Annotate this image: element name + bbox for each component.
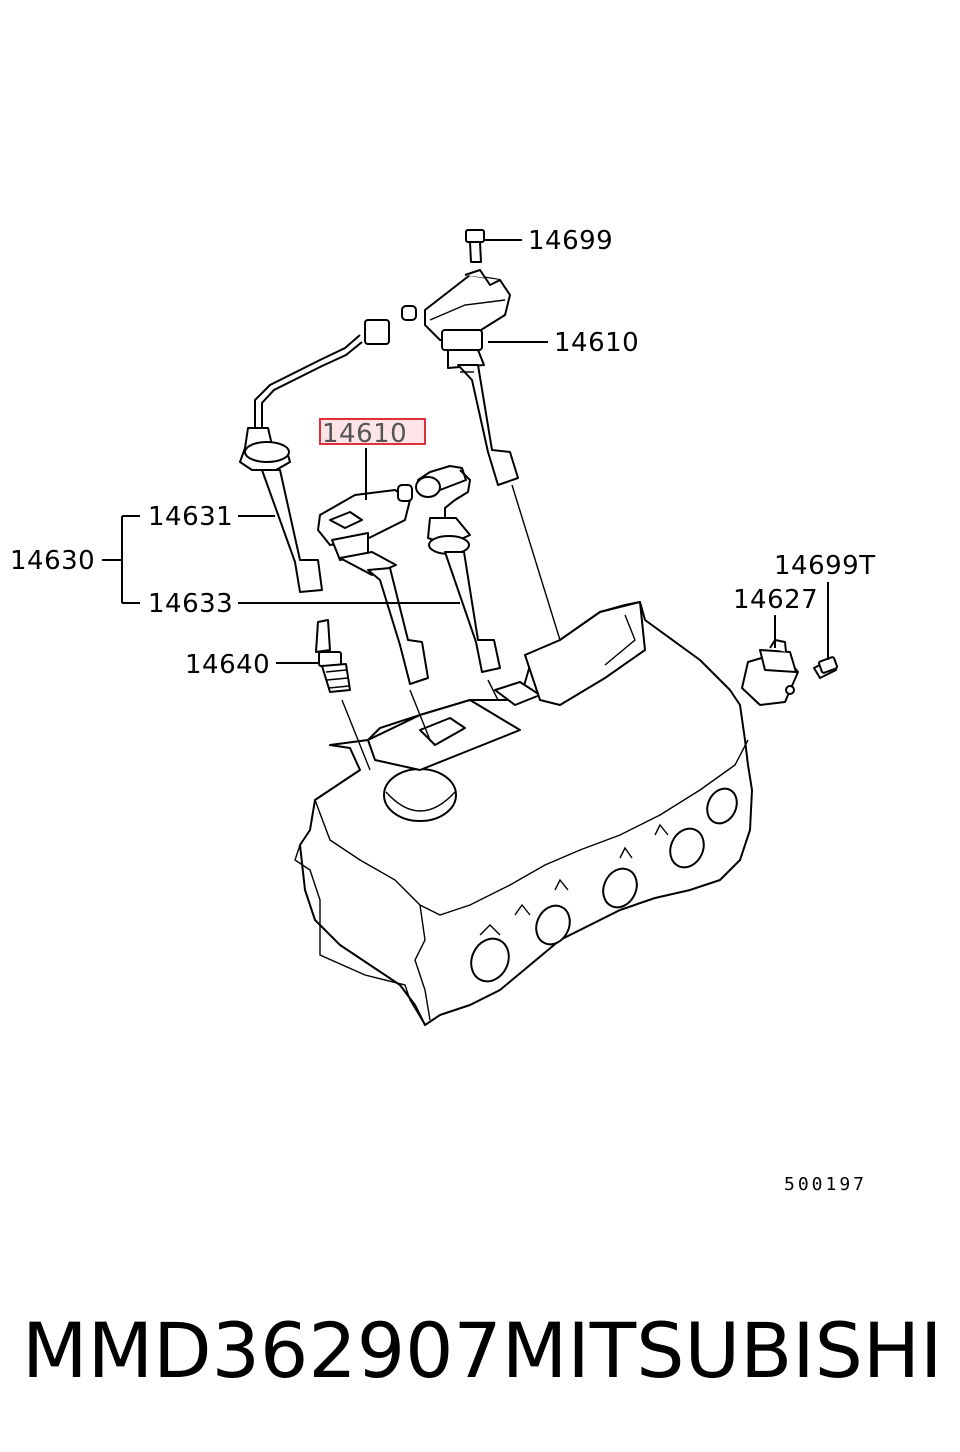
callout-wire-2: 14633 [148, 589, 233, 619]
highlight-box [319, 418, 426, 445]
sensor-bolt-drawing [813, 656, 839, 679]
callout-spark-plug: 14640 [185, 650, 270, 680]
guide-lines [341, 484, 561, 771]
spark-plug-drawing [315, 619, 351, 693]
ignition-coil-center-drawing [317, 484, 429, 685]
callout-coil-right: 14610 [554, 328, 639, 358]
bolt-top-drawing [465, 229, 485, 263]
sensor-drawing [741, 639, 799, 706]
diagram-reference-number: 500197 [784, 1174, 867, 1195]
part-caption: MMD362907 MITSUBISHI [0, 1290, 960, 1410]
ignition-wire-short-drawing [415, 465, 501, 673]
brand-name: MITSUBISHI [501, 1305, 943, 1395]
ignition-wire-long-drawing [239, 319, 390, 593]
ignition-coil-rear-drawing [401, 269, 519, 486]
part-number: MMD362907 [22, 1305, 502, 1395]
callout-wire-set: 14630 [10, 546, 95, 576]
callout-coil-center: 14610 [322, 419, 407, 449]
callout-wire-1: 14631 [148, 502, 233, 532]
callout-bolt-top: 14699 [528, 226, 613, 256]
callout-sensor: 14627 [733, 585, 818, 615]
leader-lines [102, 239, 829, 664]
cylinder-head-drawing [294, 601, 753, 1026]
callout-sensor-bolt: 14699T [774, 551, 876, 581]
